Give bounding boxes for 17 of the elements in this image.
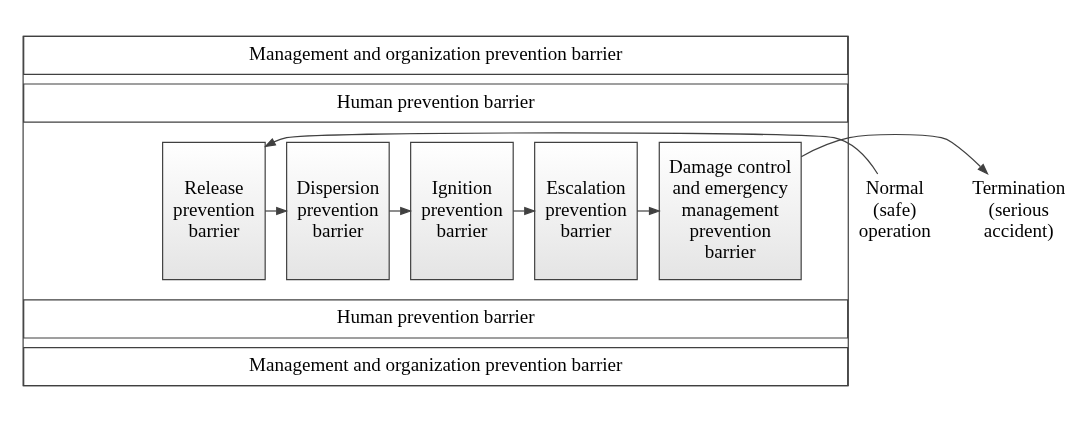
arrow [636,206,661,215]
node-box: Escalation prevention barrier [534,141,638,280]
arrow [512,206,537,215]
node-box: Management and organization prevention barrier [23,35,849,75]
node-box: Management and organization prevention barrier [23,346,849,386]
node-text: Termination (serious accident) [972,176,1066,241]
node-box: Release prevention barrier [162,141,266,280]
node-box: Damage control and emergency management prevention barrier [658,141,802,280]
node-box: Dispersion prevention barrier [286,141,390,280]
node-text: Normal (safe) operation [858,176,931,241]
arrow [388,206,413,215]
node-box: Human prevention barrier [23,298,849,339]
node-box: Human prevention barrier [23,82,849,123]
arrow [264,206,289,215]
arrow [800,133,989,175]
node-box: Ignition prevention barrier [410,141,514,280]
arrow [263,131,879,175]
